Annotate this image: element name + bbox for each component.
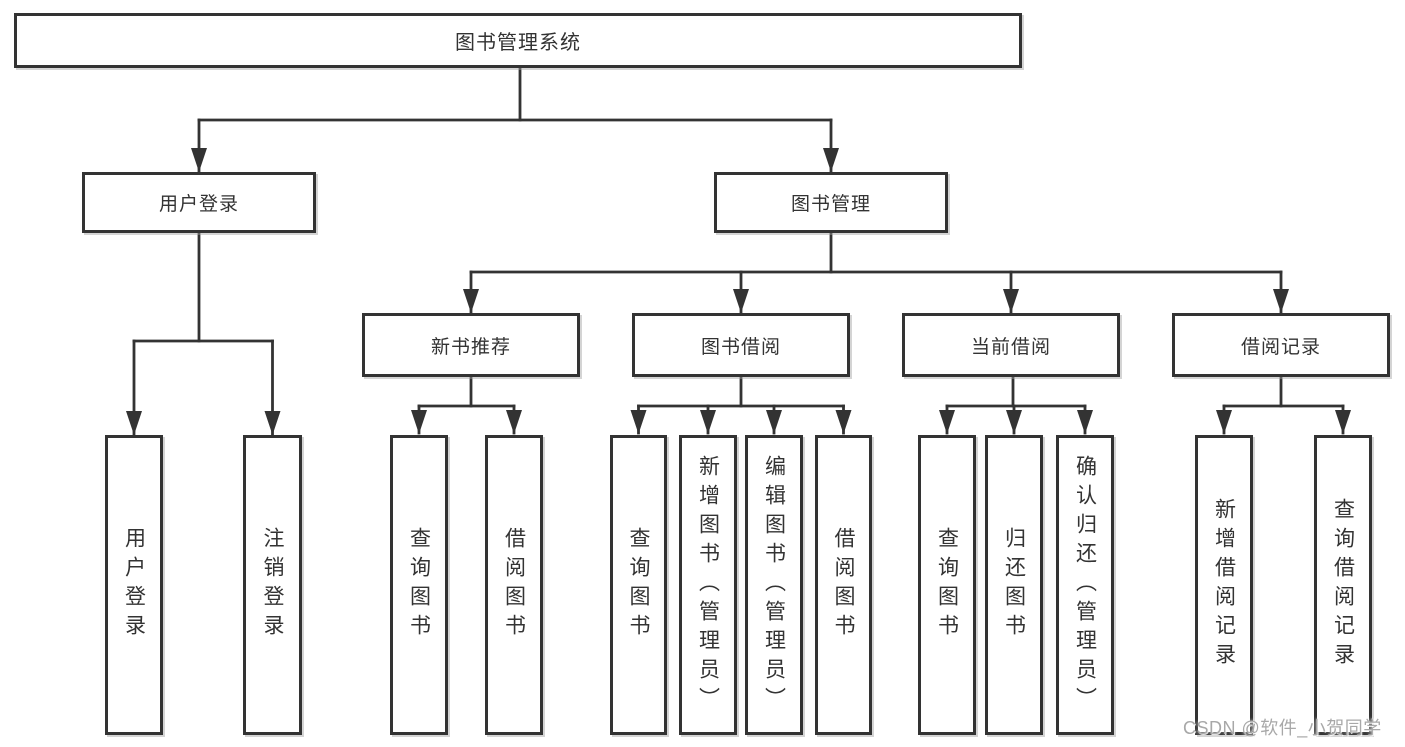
node-return-book: 归还图书 bbox=[985, 435, 1043, 735]
node-root: 图书管理系统 bbox=[14, 13, 1022, 68]
node-label: 新书推荐 bbox=[430, 336, 511, 358]
node-logout-action: 注销登录 bbox=[243, 435, 302, 735]
node-label: 图书借阅 bbox=[700, 336, 781, 358]
node-add-book-admin: 新增图书（管理员） bbox=[679, 435, 737, 735]
node-current-query-book: 查询图书 bbox=[918, 435, 976, 735]
node-label: 归还图书 bbox=[1002, 527, 1026, 643]
node-user-login: 用户登录 bbox=[82, 172, 316, 233]
watermark-text: CSDN @软件_小贺同学 bbox=[1183, 718, 1382, 738]
node-recommend-borrow-book: 借阅图书 bbox=[485, 435, 543, 735]
node-label: 查询图书 bbox=[935, 527, 959, 643]
node-label: 用户登录 bbox=[122, 527, 146, 643]
node-label: 查询借阅记录 bbox=[1331, 498, 1355, 672]
node-label: 注销登录 bbox=[261, 527, 284, 643]
node-label: 新增图书（管理员） bbox=[696, 454, 720, 716]
node-new-book-recommend: 新书推荐 bbox=[362, 313, 580, 377]
node-borrow-record: 借阅记录 bbox=[1172, 313, 1390, 377]
node-user-login-action: 用户登录 bbox=[105, 435, 163, 735]
node-label: 用户登录 bbox=[158, 194, 239, 215]
node-label: 借阅图书 bbox=[502, 527, 526, 643]
node-label: 图书管理 bbox=[790, 194, 871, 215]
node-book-borrow: 图书借阅 bbox=[632, 313, 850, 377]
node-book-management: 图书管理 bbox=[714, 172, 948, 233]
node-label: 查询图书 bbox=[627, 527, 650, 643]
node-label: 借阅记录 bbox=[1240, 336, 1321, 358]
node-confirm-return-admin: 确认归还（管理员） bbox=[1056, 435, 1114, 735]
node-query-borrow-record: 查询借阅记录 bbox=[1314, 435, 1372, 735]
node-label: 图书管理系统 bbox=[455, 32, 581, 54]
node-borrow-query-book: 查询图书 bbox=[610, 435, 667, 735]
node-label: 查询图书 bbox=[407, 527, 431, 643]
node-label: 当前借阅 bbox=[970, 336, 1051, 358]
node-label: 新增借阅记录 bbox=[1212, 498, 1236, 672]
node-current-borrow: 当前借阅 bbox=[902, 313, 1120, 377]
node-label: 借阅图书 bbox=[832, 527, 855, 643]
node-borrow-borrow-book: 借阅图书 bbox=[815, 435, 872, 735]
node-label: 确认归还（管理员） bbox=[1073, 454, 1097, 716]
node-edit-book-admin: 编辑图书（管理员） bbox=[745, 435, 803, 735]
node-recommend-query-book: 查询图书 bbox=[390, 435, 448, 735]
node-add-borrow-record: 新增借阅记录 bbox=[1195, 435, 1253, 735]
node-label: 编辑图书（管理员） bbox=[762, 454, 786, 716]
